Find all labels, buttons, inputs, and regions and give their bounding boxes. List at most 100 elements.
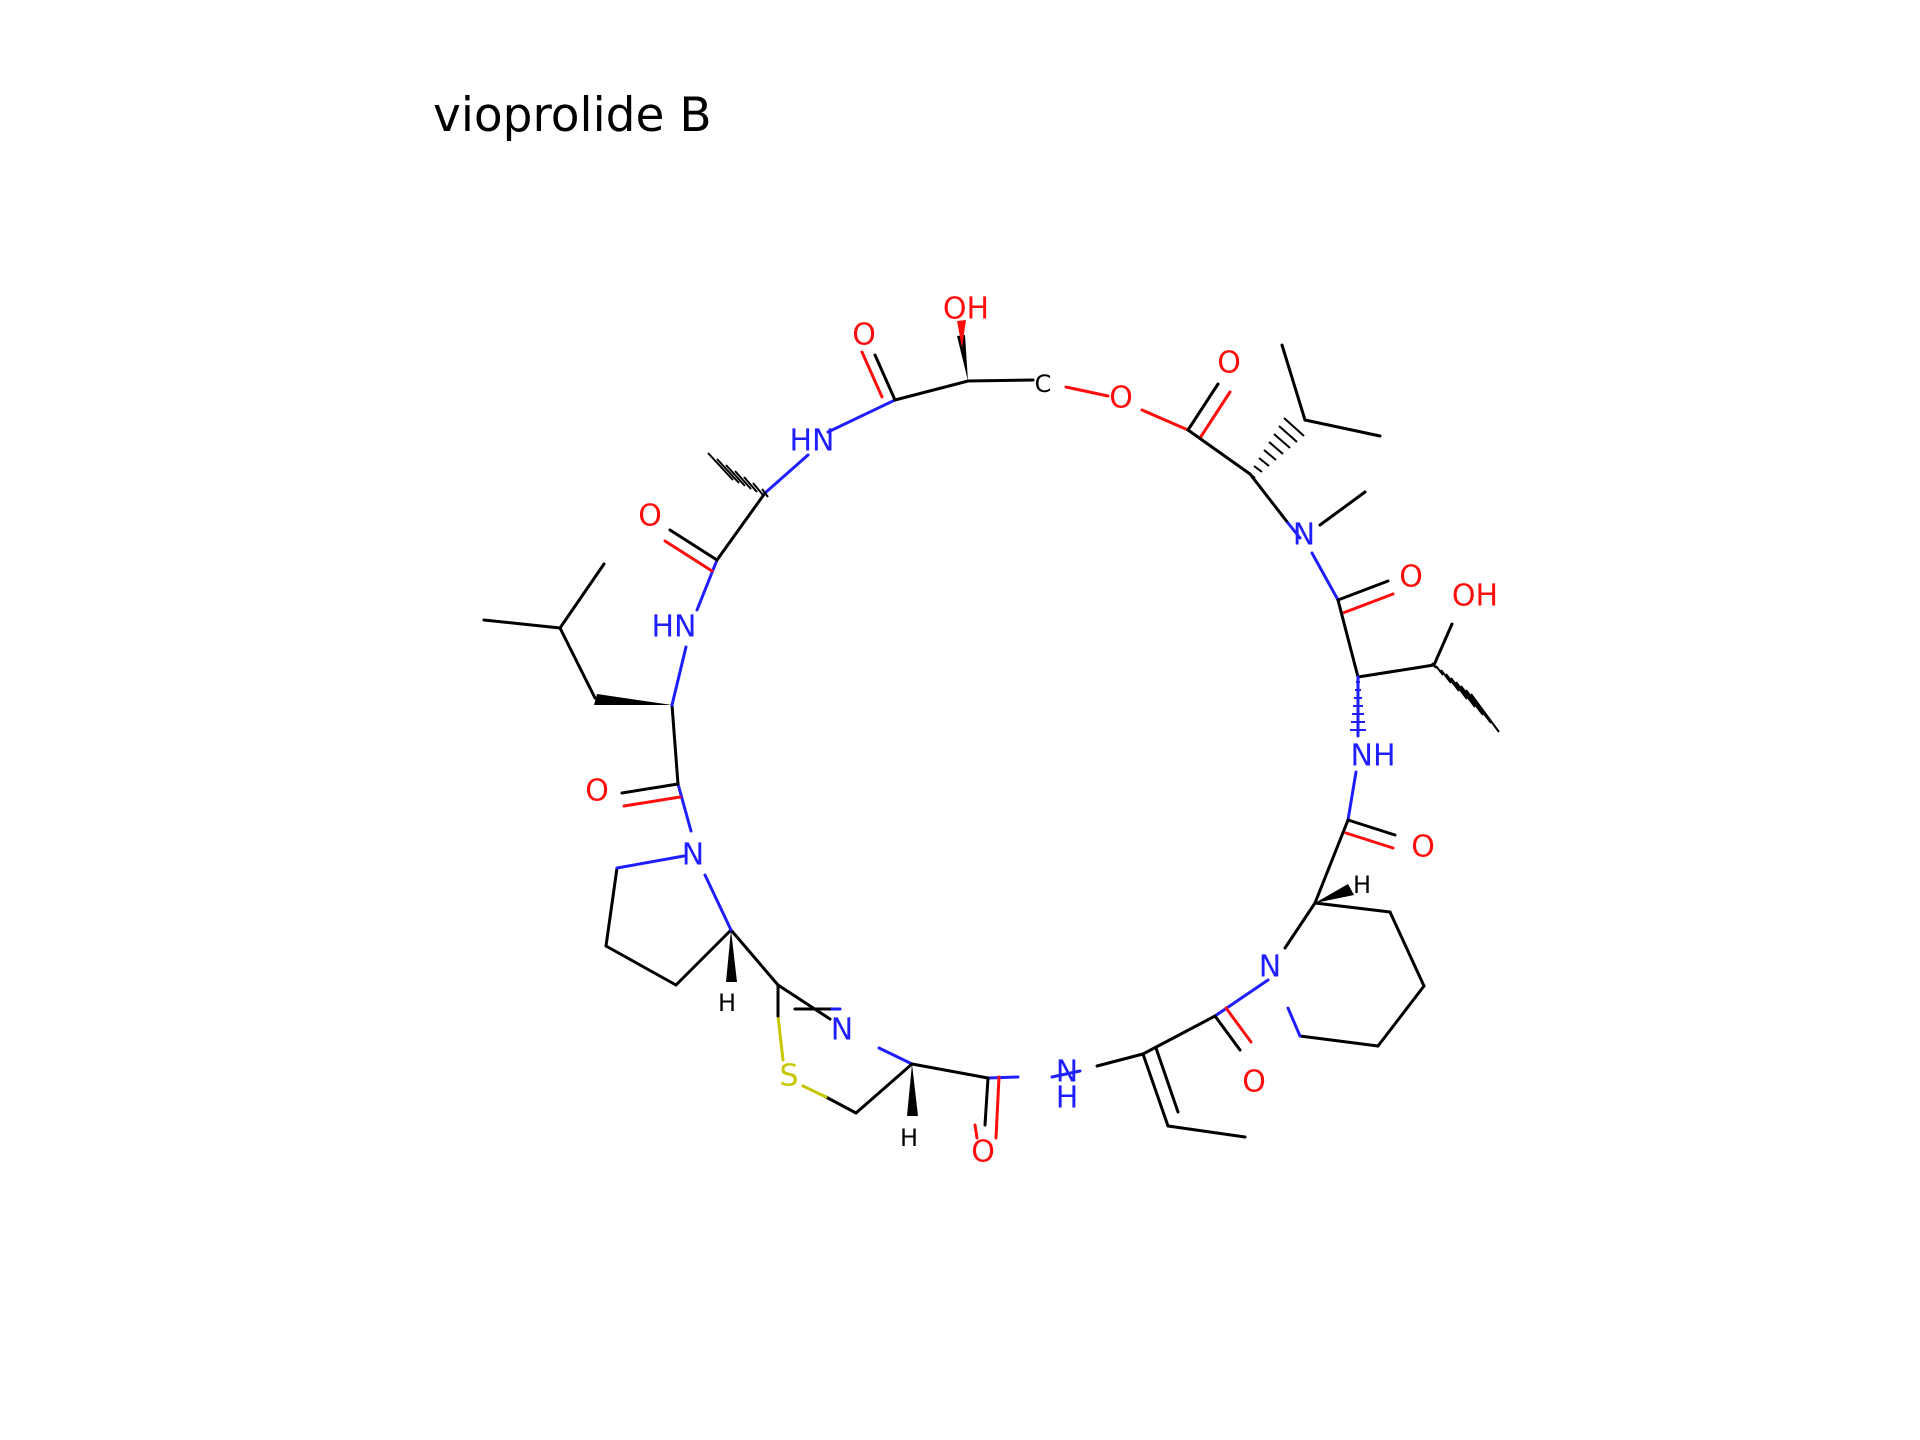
atom-label-n-pip: N [1259,950,1281,985]
bonds-group [482,343,1454,1140]
bond [674,928,733,987]
atom-label-o-right-mid: O [1411,830,1435,865]
bond [1346,770,1358,822]
wedge-bond-oh [957,320,966,348]
atom-label-o-left-mid: O [585,774,609,809]
hash-bond [1273,433,1291,449]
bond [1154,1046,1180,1114]
atom-label-o-right-upper: O [1399,560,1423,595]
bond [1310,551,1340,602]
bond [1313,901,1392,914]
bond [854,1062,914,1115]
bond [1344,831,1395,850]
hash-bond [1450,677,1468,700]
bond [1095,1052,1145,1068]
bond [986,1075,1020,1080]
bond [1432,622,1454,667]
atom-label-hn-left: HN [652,610,697,645]
bond [670,703,680,786]
hash-bond [1455,681,1476,708]
bond [604,866,619,948]
atom-label-h-nh-bottom: H [1056,1081,1079,1116]
bond [893,379,970,402]
bond [1280,343,1307,422]
bond [776,1014,785,1062]
bond [1050,1069,1082,1079]
atom-label-hn-top: HN [790,424,835,459]
bond [1346,818,1397,837]
hash-bond [1470,693,1500,733]
bond [824,1095,858,1115]
atom-label-o-dhb: O [1242,1065,1266,1100]
hash-bond [734,470,752,490]
atom-label-n-methyl: N [1293,518,1315,553]
atom-label-h-thz: H [900,1124,918,1152]
bond [695,558,719,612]
hash-bond [1431,662,1437,669]
bond [1298,1034,1380,1048]
hash-bond [725,464,746,487]
bond [873,353,897,402]
bond [1336,579,1390,602]
atom-label-o-ester: O [1109,381,1133,416]
bond [668,528,719,562]
bond [983,1076,990,1127]
bond [826,398,897,434]
wedge-bond [726,930,737,982]
hash-bond [1258,457,1270,467]
bond [1336,598,1360,679]
bond [1186,382,1220,432]
bond [558,562,606,630]
bond [1141,1052,1170,1128]
bond [1166,1124,1247,1139]
hash-bonds-nitrogen [1350,681,1366,731]
bond [1356,663,1436,679]
bond [703,873,733,932]
bond [663,539,714,573]
wedge-bond [594,694,672,705]
atom-label-nh-bottom: N [1056,1055,1078,1090]
bond [729,928,780,987]
bond [1213,978,1270,1018]
atom-label-h-pro: H [718,989,736,1017]
hash-bond [1445,673,1460,692]
bond [1224,1006,1253,1044]
bond [715,491,767,562]
atom-label-o-amide-top: O [852,318,876,353]
hash-bond [1435,665,1444,676]
atom-label-oh-right: OH [1452,579,1498,614]
bond [1341,592,1395,615]
bond [558,626,597,700]
bond [776,983,832,1021]
atom-label-o-bottom: O [971,1135,995,1170]
hash-bond [1249,473,1256,479]
hash-bond [707,452,734,481]
hash-bond [1268,441,1284,455]
hash-bonds [707,417,1500,733]
bond [1141,1014,1217,1056]
hash-bond [1460,685,1484,716]
bond [966,378,1035,383]
bond [860,350,884,399]
bond [670,645,688,707]
atom-label-nh-right: NH [1351,739,1396,774]
wedge-bonds [594,320,1354,1116]
bond [1286,521,1302,540]
bond [1318,490,1367,527]
bond [1213,1014,1242,1052]
hash-bond [743,476,758,493]
hash-bond [1253,465,1263,473]
hash-bond [1263,449,1277,461]
atom-label-o-left-upper: O [638,499,662,534]
molecule-title: vioprolide B [433,88,712,143]
bond [1303,418,1382,438]
hash-bond [716,458,740,484]
hash-bond [1283,417,1305,437]
bond [676,782,693,833]
bond [1186,428,1252,476]
bond [482,618,562,630]
bond [973,1123,979,1140]
bond [1388,910,1426,988]
bond [1286,1006,1302,1038]
